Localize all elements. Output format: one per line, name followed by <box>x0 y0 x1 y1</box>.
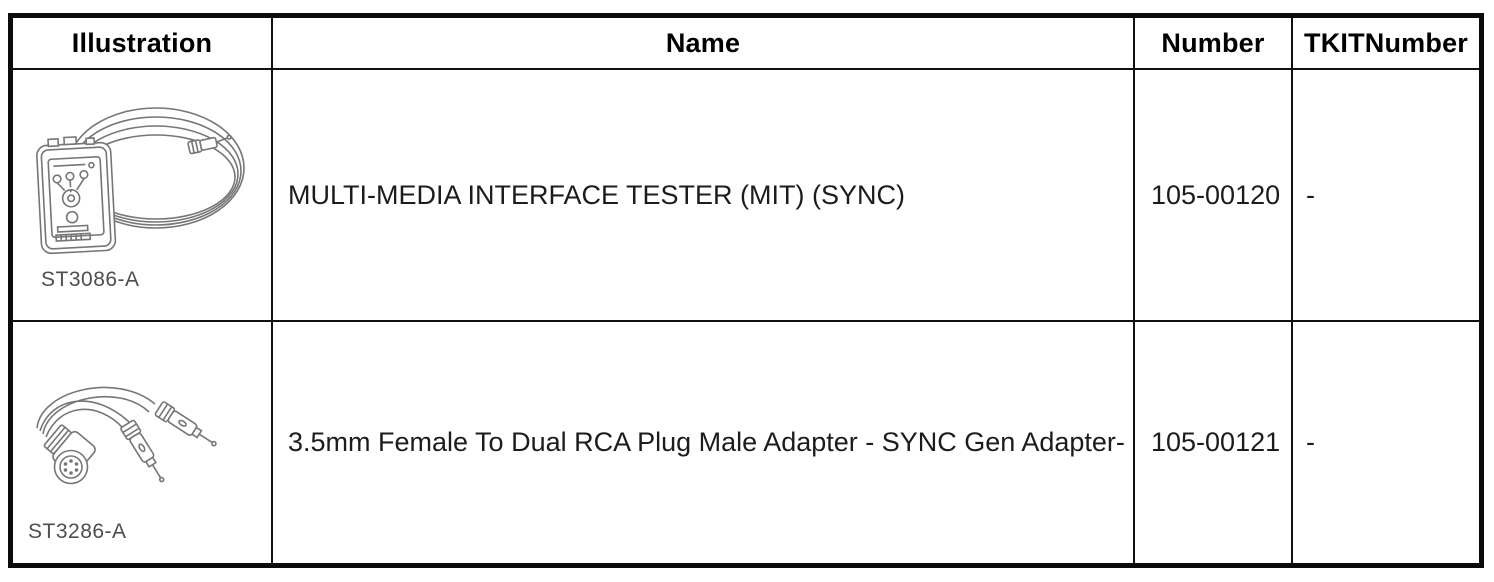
column-header-number: Number <box>1135 18 1293 70</box>
table-row-2-illustration-cell: ST3286-A <box>13 322 273 563</box>
column-header-tkitnumber: TKITNumber <box>1293 18 1479 70</box>
figure-label: ST3286-A <box>28 520 127 543</box>
column-header-name: Name <box>273 18 1135 70</box>
special-tools-table: Illustration Name Number TKITNumber <box>8 13 1484 568</box>
table-cell-tkitnumber: - <box>1293 322 1479 563</box>
table-cell-name: 3.5mm Female To Dual RCA Plug Male Adapt… <box>273 322 1135 563</box>
column-header-illustration: Illustration <box>13 18 273 70</box>
rca-y-adapter-illustration-icon <box>36 386 217 485</box>
table-row-1-illustration-cell: ST3086-A <box>13 70 273 322</box>
figure-label: ST3086-A <box>41 268 140 291</box>
mit-tester-illustration-icon <box>36 107 245 255</box>
table-cell-number: 105-00120 <box>1135 70 1293 322</box>
table-cell-name: MULTI-MEDIA INTERFACE TESTER (MIT) (SYNC… <box>273 70 1135 322</box>
table-cell-tkitnumber: - <box>1293 70 1479 322</box>
table-cell-number: 105-00121 <box>1135 322 1293 563</box>
